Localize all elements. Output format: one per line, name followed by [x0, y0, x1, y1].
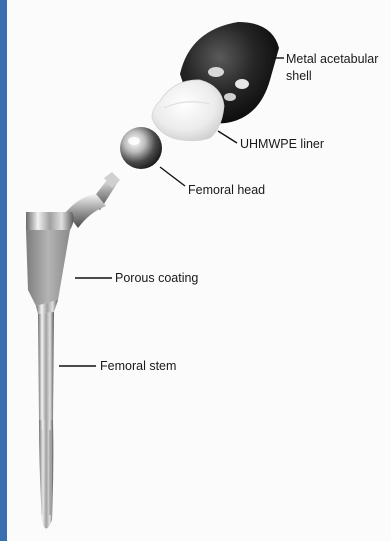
- label-femoral-stem: Femoral stem: [100, 358, 176, 374]
- femoral-head: [120, 127, 162, 169]
- shell-screw-hole: [224, 93, 236, 101]
- leader-line-head: [160, 167, 185, 186]
- shell-screw-hole: [208, 67, 224, 77]
- uhmwpe-liner: [152, 80, 224, 141]
- label-metal-acetabular-shell-line1: Metal acetabular: [286, 51, 378, 67]
- label-femoral-head: Femoral head: [188, 182, 265, 198]
- leader-line-liner: [218, 131, 237, 143]
- femoral-stem-neck: [66, 172, 120, 228]
- femoral-stem-body: [26, 212, 74, 529]
- label-porous-coating: Porous coating: [115, 270, 198, 286]
- label-uhmwpe-liner: UHMWPE liner: [240, 136, 324, 152]
- shell-screw-hole: [235, 79, 249, 89]
- label-metal-acetabular-shell-line2: shell: [286, 68, 312, 84]
